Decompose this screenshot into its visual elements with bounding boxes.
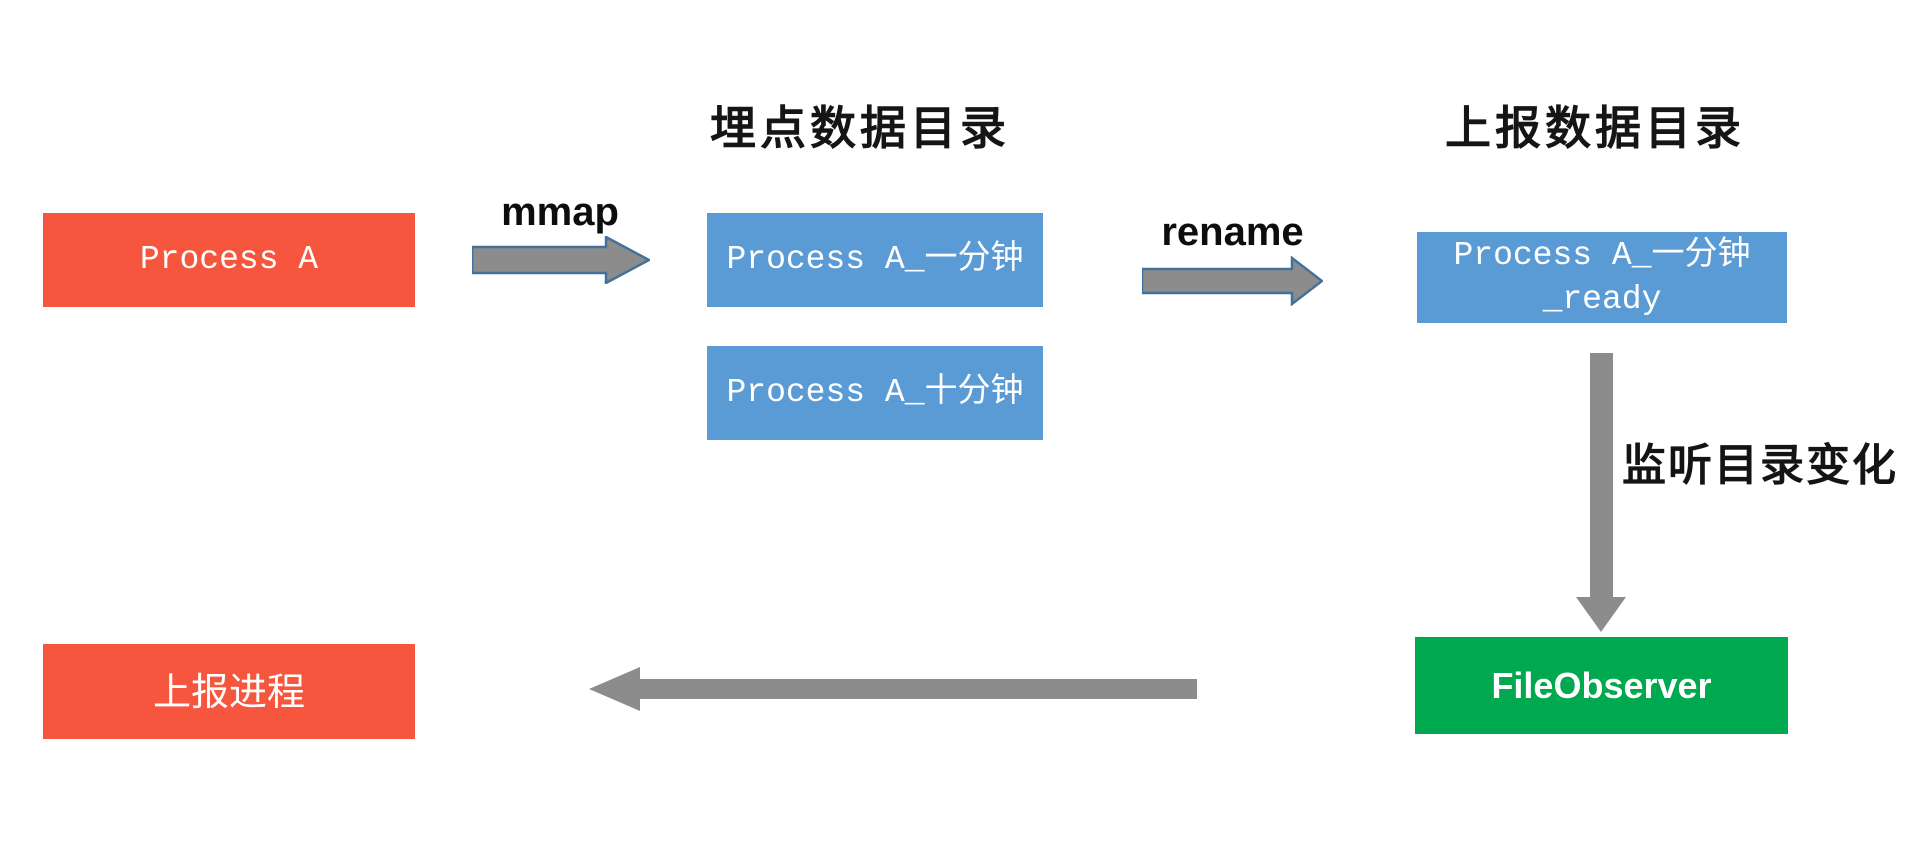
heading-report-data-directory: 上报数据目录 [1445, 101, 1745, 155]
mmap-arrow-shape [472, 236, 650, 284]
rename-arrow-shape [1142, 256, 1323, 306]
watch-arrow-bar [1590, 353, 1613, 597]
node-process-a-ten-minute: Process A_十分钟 [707, 346, 1043, 440]
ready-label-line1: Process A_一分钟 [1453, 236, 1751, 274]
watch-arrow-head [1576, 597, 1626, 632]
feed-arrow-left-icon [589, 667, 1197, 711]
label-mmap: mmap [501, 190, 619, 234]
feed-arrow-bar [640, 679, 1197, 699]
label-watch-directory-changes: 监听目录变化 [1622, 440, 1898, 491]
label-rename: rename [1161, 210, 1304, 254]
node-process-a: Process A [43, 213, 415, 307]
feed-arrow-head [589, 667, 640, 711]
mmap-arrow-right-icon [472, 236, 650, 284]
node-process-a-one-minute-ready: Process A_一分钟 _ready [1417, 232, 1787, 323]
node-process-a-one-minute: Process A_一分钟 [707, 213, 1043, 307]
node-report-process: 上报进程 [43, 644, 415, 739]
heading-buried-data-directory: 埋点数据目录 [710, 101, 1010, 155]
ready-label-line2: _ready [1542, 280, 1662, 318]
watch-arrow-down-icon [1576, 353, 1626, 632]
node-fileobserver: FileObserver [1415, 637, 1788, 734]
rename-arrow-right-icon [1142, 256, 1323, 306]
